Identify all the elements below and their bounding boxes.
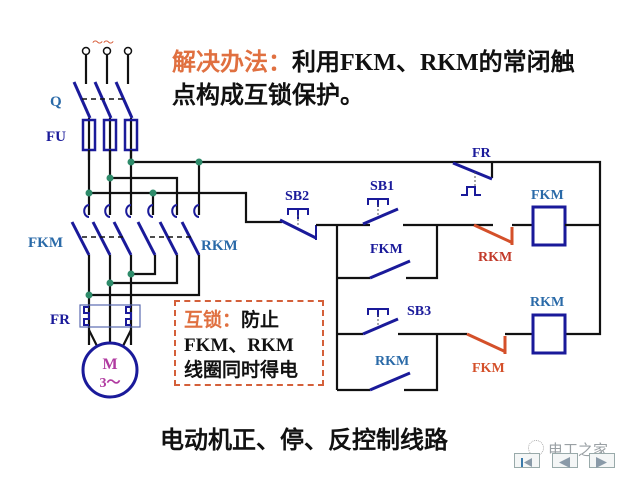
previous-slide-icon	[559, 457, 570, 468]
label-FKM-interlock: FKM	[472, 361, 505, 376]
label-RKM-interlock: RKM	[478, 250, 512, 265]
fuses-FU: FU	[46, 118, 139, 160]
interlock-note: 互锁：防止 FKM、RKM 线圈同时得电	[174, 300, 324, 386]
label-SB3: SB3	[407, 304, 431, 319]
diagram-caption: 电动机正、停、反控制线路	[160, 426, 448, 454]
first-slide-icon	[521, 458, 532, 467]
label-FKM-main: FKM	[28, 235, 63, 251]
control-circuit: SB2 SB1 FKM RKM FKM FR SB3	[279, 146, 600, 392]
label-SB2: SB2	[285, 189, 309, 204]
label-FKM-coil: FKM	[531, 188, 564, 203]
junction-nodes	[85, 158, 203, 299]
nav-prev-button[interactable]	[552, 453, 578, 468]
motor: M 3～	[81, 341, 139, 399]
note-line2: FKM、RKM	[184, 335, 294, 356]
main-wiring	[87, 150, 602, 336]
note-line1: 防止	[241, 309, 280, 331]
heading-text-c: 的常闭触	[478, 48, 575, 76]
supply-terminals: ～～	[81, 36, 133, 84]
heading-text-a: 利用	[292, 48, 340, 76]
heading-prefix: 解决办法：	[172, 48, 292, 76]
thermal-relay-FR: FR	[50, 304, 141, 349]
motor-phase-label: 3～	[100, 376, 121, 391]
note-prefix: 互锁：	[184, 309, 242, 331]
label-RKM-hold: RKM	[375, 354, 409, 369]
next-slide-icon	[596, 457, 607, 468]
nav-first-button[interactable]	[514, 453, 540, 468]
label-FR-ctrl: FR	[472, 146, 492, 161]
label-Q: Q	[50, 94, 62, 110]
supply-symbol: ～～	[92, 36, 114, 49]
switch-Q: Q	[50, 81, 134, 119]
note-line3: 线圈同时得电	[184, 359, 299, 381]
label-RKM-coil: RKM	[530, 295, 564, 310]
nav-next-button[interactable]	[589, 453, 615, 468]
label-FKM-hold: FKM	[370, 242, 403, 257]
heading-text-b: FKM、RKM	[340, 50, 479, 76]
label-SB1: SB1	[370, 179, 394, 194]
label-RKM-main: RKM	[201, 238, 238, 254]
label-FR-main: FR	[50, 312, 70, 328]
main-contacts: FKM RKM	[28, 204, 238, 256]
solution-heading: 解决办法：利用FKM、RKM的常闭触 点构成互锁保护。	[172, 46, 575, 111]
heading-line2: 点构成互锁保护。	[172, 81, 364, 109]
label-FU: FU	[46, 129, 66, 145]
motor-label: M	[102, 356, 117, 373]
